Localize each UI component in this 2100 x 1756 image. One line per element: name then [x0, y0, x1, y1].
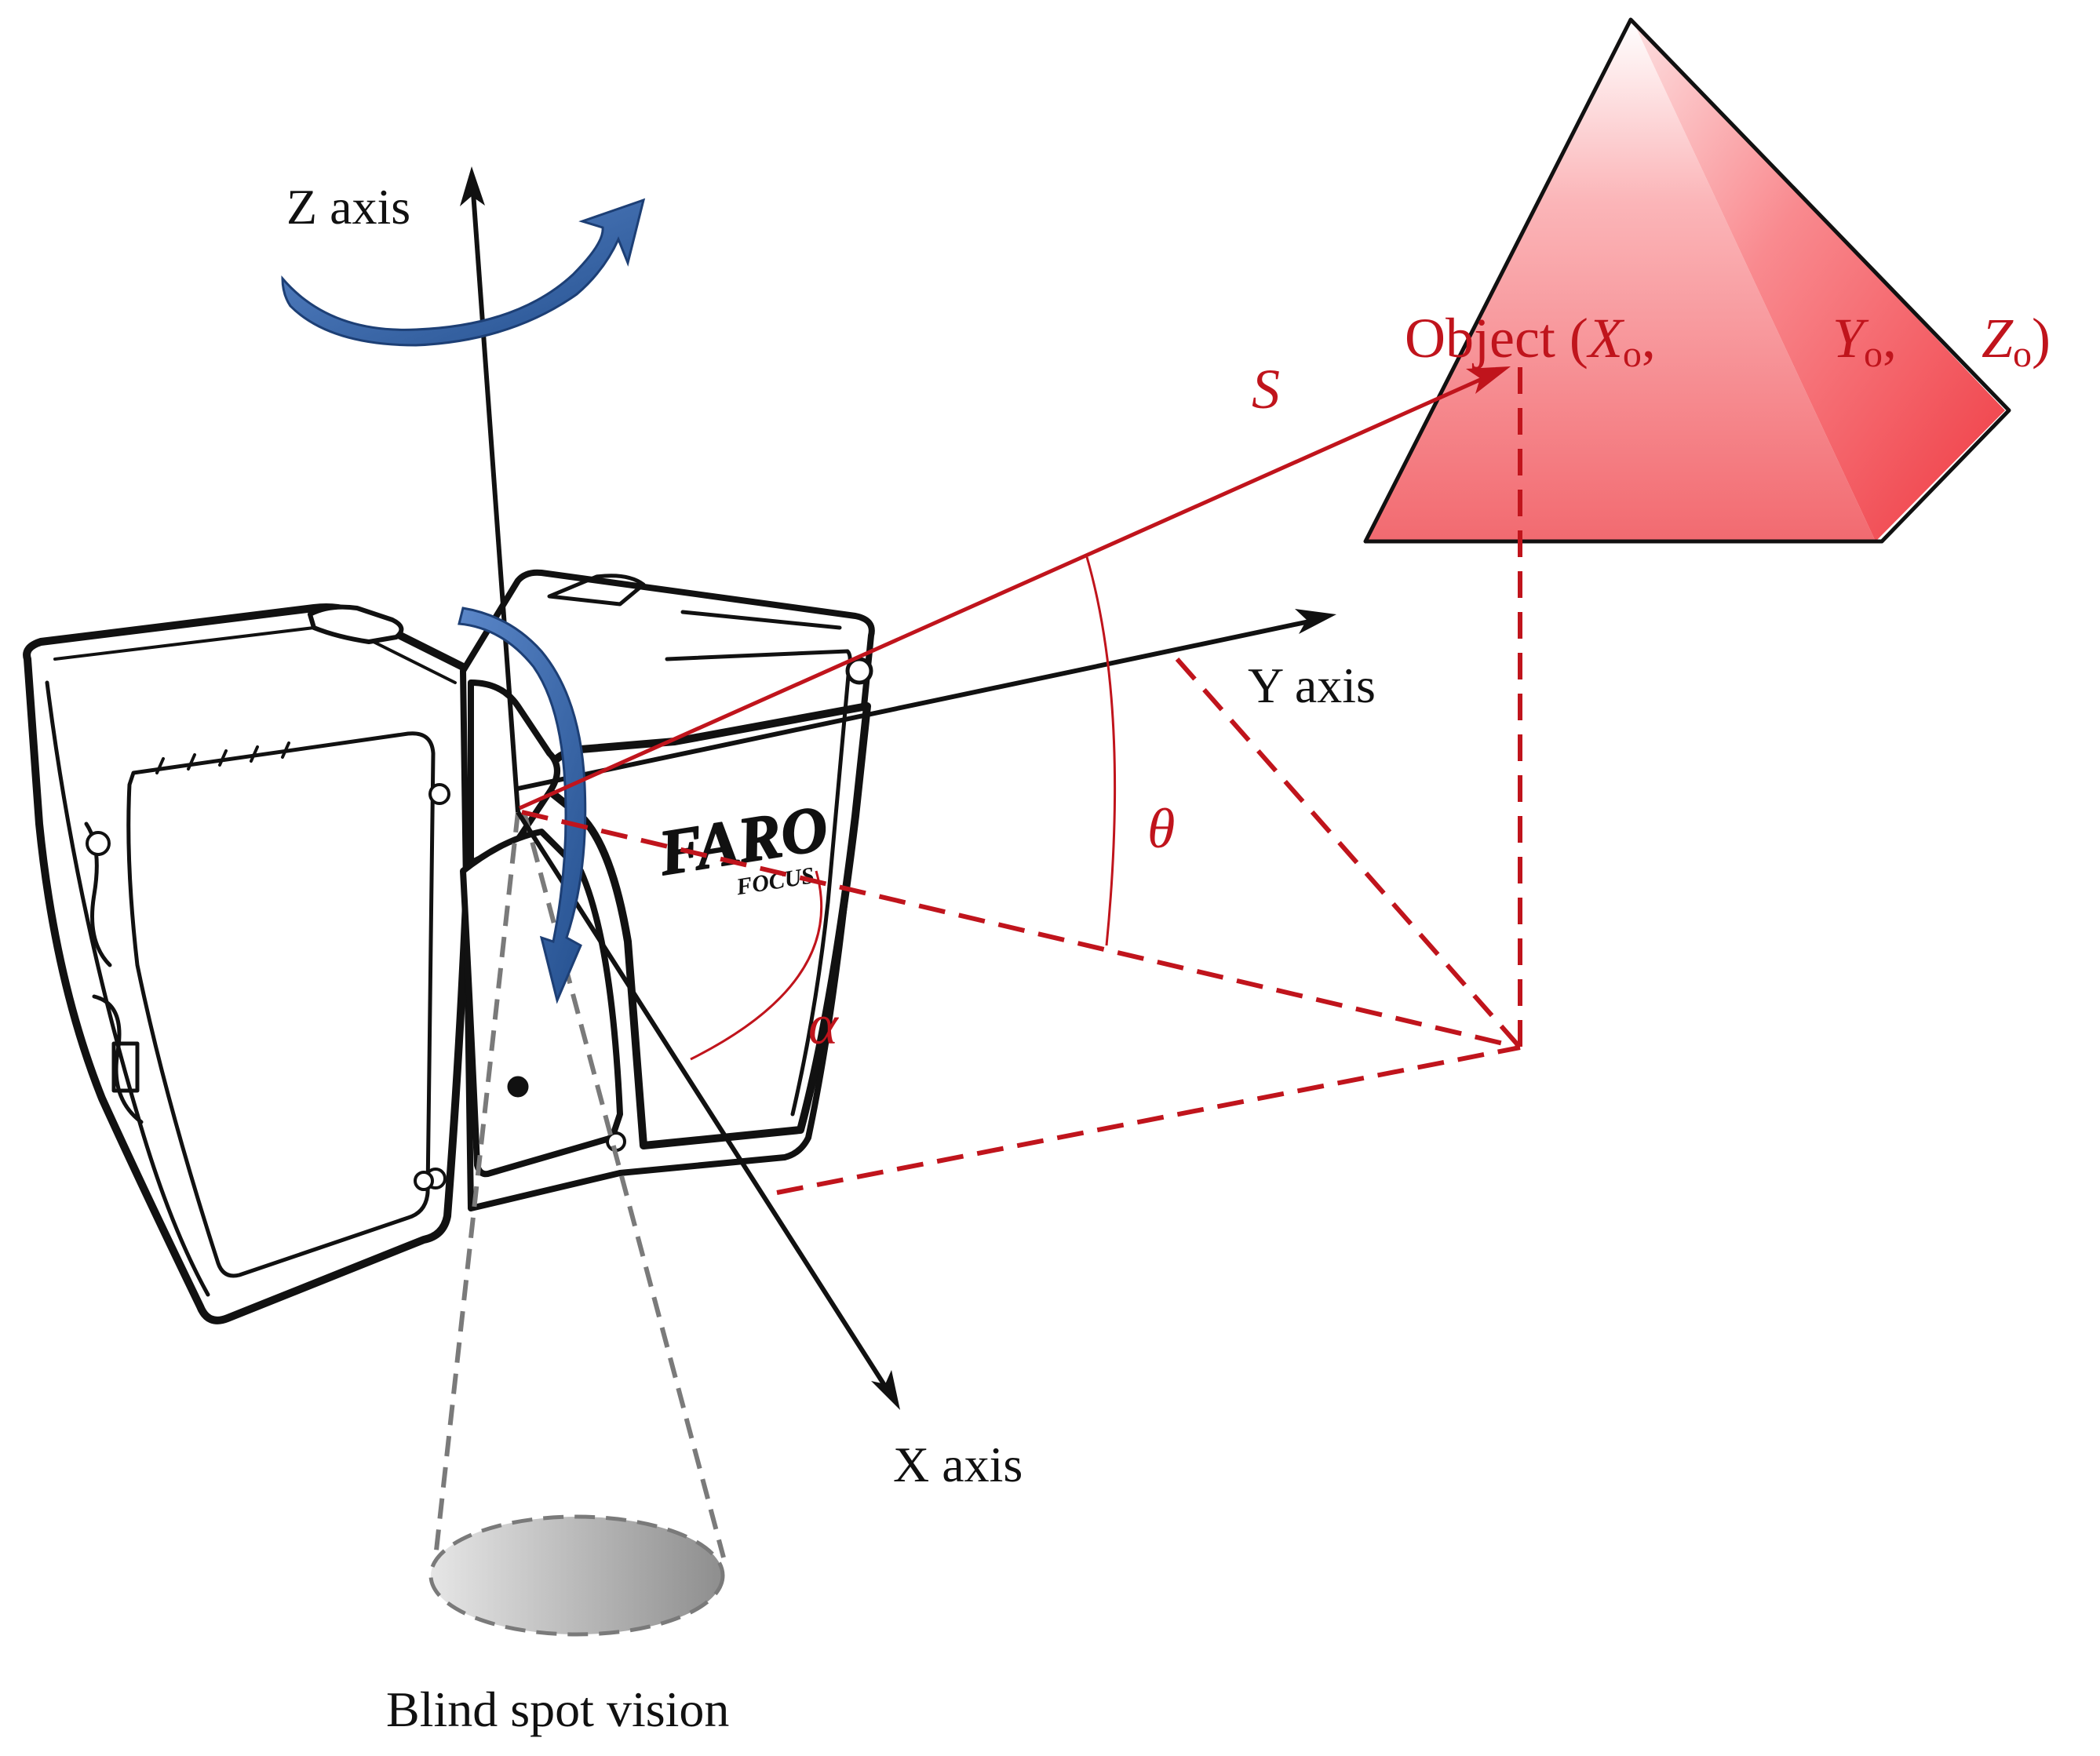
coordinate-axes — [460, 166, 1336, 1410]
rotation-arrows — [281, 198, 646, 1004]
z-axis-line — [471, 191, 520, 813]
close-paren: ) — [2032, 307, 2051, 370]
vent-slots — [155, 741, 290, 774]
x-axis-projection-line — [776, 1045, 1521, 1195]
horizontal-projection-line — [521, 810, 1521, 1050]
range-label-s: S — [1252, 358, 1280, 421]
y-axis-line — [517, 618, 1318, 791]
alpha-label: α — [808, 993, 839, 1056]
yo-subscript: o — [1864, 333, 1883, 375]
laser-scanner-device: FARO FOCUS — [23, 569, 875, 1324]
range-vector-arrowhead — [1466, 366, 1511, 394]
top-ridge — [547, 574, 842, 630]
xo-variable: X — [1586, 307, 1625, 370]
scanner-lower-window — [460, 829, 623, 1178]
y-axis-projection-line — [1175, 658, 1522, 1049]
theta-label: θ — [1147, 797, 1175, 860]
y-axis-arrowhead — [1295, 609, 1336, 634]
comma-1: , — [1642, 307, 1656, 370]
alpha-angle-arc — [690, 870, 823, 1061]
zo-subscript: o — [2013, 333, 2032, 375]
screw — [428, 783, 450, 805]
pyramid-right-face — [1632, 20, 2005, 541]
yo-variable: Y — [1832, 307, 1869, 370]
z-axis-label: Z axis — [286, 179, 410, 235]
object-coordinates-label: Object (Xo,Yo,Zo) — [1405, 307, 2051, 375]
xo-subscript: o — [1623, 333, 1642, 375]
x-axis-line — [516, 811, 889, 1390]
object-prefix: Object ( — [1405, 307, 1588, 370]
pyramid-outline — [1363, 17, 2011, 544]
theta-angle-arc — [1085, 556, 1117, 946]
pyramid-object — [1363, 17, 2011, 544]
horizontal-rotation-arrow-icon — [281, 198, 646, 347]
scanner-head-panel — [665, 649, 852, 1117]
x-axis-arrowhead — [871, 1370, 900, 1410]
port-4-badge — [845, 657, 873, 685]
blind-spot-label: Blind spot vision — [386, 1681, 729, 1737]
scanner-left-front-edge — [45, 680, 210, 1297]
z-axis-arrowhead — [460, 166, 485, 206]
vertical-rotation-arrow-icon — [458, 607, 587, 1004]
zo-variable: Z — [1982, 307, 2014, 370]
x-axis-label: X axis — [893, 1437, 1023, 1492]
port-1-badge — [507, 1076, 529, 1098]
scanner-left-panel — [126, 731, 436, 1278]
y-axis-label: Y axis — [1248, 658, 1376, 713]
blind-spot-ellipse — [428, 1514, 725, 1637]
pyramid-left-face — [1365, 20, 1876, 541]
measurement-geometry — [518, 366, 1522, 1195]
comma-2: , — [1883, 307, 1897, 370]
port-2-badge — [86, 831, 111, 856]
screw — [414, 1171, 434, 1191]
range-vector-s — [518, 374, 1489, 811]
top-port-3 — [308, 604, 404, 644]
scanner-left-housing — [23, 603, 479, 1324]
